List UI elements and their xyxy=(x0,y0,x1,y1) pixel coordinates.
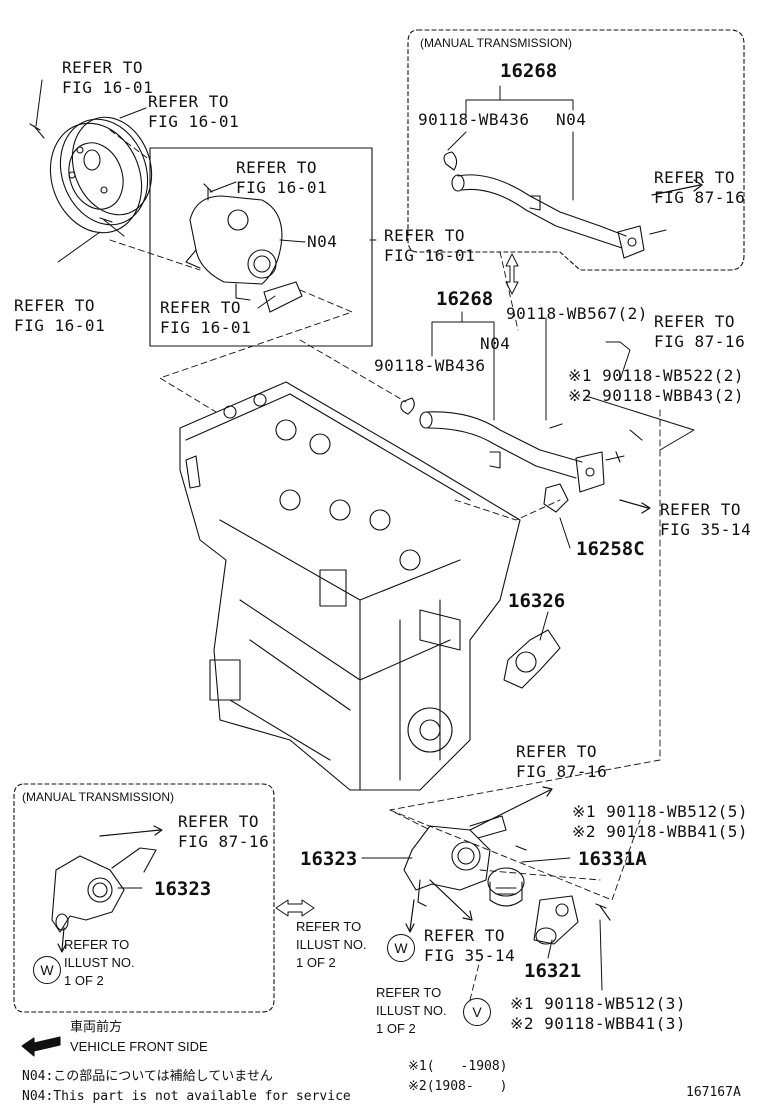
bolt-90118-wb522: ※1 90118-WB522(2) xyxy=(568,366,745,385)
footnote-2: ※2(1908- ) xyxy=(408,1079,508,1094)
part-16258c: 16258C xyxy=(576,538,645,560)
n04-top-label: N04 xyxy=(556,110,587,129)
part-90118-wb567: 90118-WB567(2) xyxy=(506,304,648,323)
diagram-id: 167167A xyxy=(686,1085,741,1100)
front-label-jp: 車両前方 xyxy=(70,1019,123,1034)
front-arrow-icon xyxy=(21,1036,61,1057)
part-16326: 16326 xyxy=(508,590,566,612)
illust-w-circle-mid: W xyxy=(387,934,415,962)
note-n04-jp: N04:この部品については補給していません xyxy=(22,1069,273,1084)
engine-block-illustration xyxy=(179,381,521,791)
n04-mid-label: N04 xyxy=(480,334,511,353)
n04-pump-label: N04 xyxy=(307,232,338,251)
illust-v-circle: V xyxy=(463,998,491,1026)
gasket-16258c xyxy=(543,483,569,513)
water-pump-box xyxy=(149,147,373,347)
part-16331a: 16331A xyxy=(578,848,647,870)
manual-trans-housing-illustration xyxy=(51,847,157,933)
gasket-16326 xyxy=(503,629,561,689)
water-pipe-middle xyxy=(400,397,643,493)
water-pump-illustration xyxy=(185,183,303,313)
part-16268-top: 16268 xyxy=(500,60,558,82)
bolt-90118-wbb43: ※2 90118-WBB43(2) xyxy=(568,386,745,405)
bolt-90118-wb512-5: ※1 90118-WB512(5) xyxy=(572,802,749,821)
water-pipe-top xyxy=(443,151,667,259)
manual-transmission-frame-top xyxy=(407,29,745,271)
footnote-1: ※1( -1908) xyxy=(408,1059,508,1074)
part-16268-mid: 16268 xyxy=(436,288,494,310)
front-label-en: VEHICLE FRONT SIDE xyxy=(70,1039,208,1054)
manual-transmission-bottom-label: (MANUAL TRANSMISSION) xyxy=(22,790,175,804)
illust-w-circle-box: W xyxy=(33,956,61,984)
part-90118-wb436-top: 90118-WB436 xyxy=(418,110,530,129)
part-16323-main: 16323 xyxy=(300,848,358,870)
bolt-90118-wbb41-5: ※2 90118-WBB41(5) xyxy=(572,822,749,841)
part-16323-box: 16323 xyxy=(154,878,212,900)
water-inlet-illustration xyxy=(533,895,611,945)
note-n04-en: N04:This part is not available for servi… xyxy=(22,1089,351,1104)
part-90118-wb436-mid: 90118-WB436 xyxy=(374,356,486,375)
bolt-90118-wbb41-3: ※2 90118-WBB41(3) xyxy=(510,1014,687,1033)
part-16321: 16321 xyxy=(524,960,582,982)
bolt-90118-wb512-3: ※1 90118-WB512(3) xyxy=(510,994,687,1013)
pulley-illustration xyxy=(29,116,153,237)
thermostat-illustration xyxy=(487,867,525,907)
manual-transmission-top-label: (MANUAL TRANSMISSION) xyxy=(420,36,573,50)
manual-transmission-frame-bottom xyxy=(13,783,275,1013)
thermostat-housing-illustration xyxy=(403,815,527,907)
